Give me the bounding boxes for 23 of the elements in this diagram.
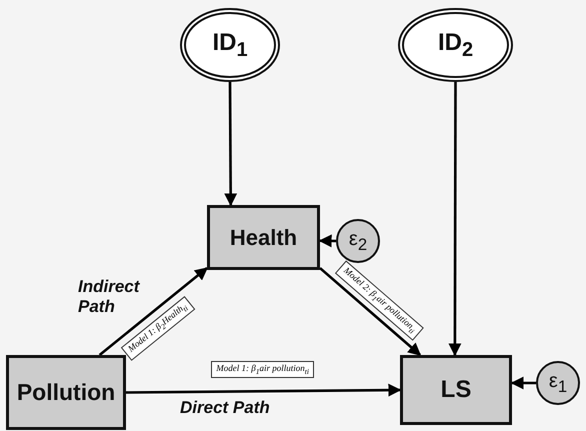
variable-name: LS bbox=[440, 376, 472, 404]
variable-name: ID$_{2}$ bbox=[438, 28, 474, 62]
variable-name: ID$_{1}$ bbox=[212, 28, 248, 62]
arrow bbox=[318, 234, 336, 248]
variable-name: Health bbox=[230, 224, 298, 250]
variable-box bbox=[6, 355, 126, 430]
arrow bbox=[448, 82, 462, 356]
latent-ellipse bbox=[180, 8, 280, 82]
error-term: ε$_{1}$ bbox=[548, 370, 568, 396]
arrow bbox=[510, 376, 536, 390]
edge-label: Model 1: β$_{1}$air pollution$_{ti}$ bbox=[211, 360, 314, 378]
variable-name: Pollution bbox=[16, 379, 116, 406]
error-term: ε$_{2}$ bbox=[348, 228, 368, 254]
arrow bbox=[319, 267, 422, 356]
path-label: Direct Path bbox=[180, 398, 271, 418]
error-circle bbox=[336, 219, 380, 263]
arrow bbox=[126, 384, 402, 397]
arrow bbox=[224, 82, 238, 206]
variable-box bbox=[400, 355, 512, 425]
variable-box bbox=[207, 205, 320, 270]
arrow bbox=[98, 267, 208, 356]
latent-ellipse bbox=[398, 8, 513, 82]
error-circle bbox=[536, 361, 580, 405]
